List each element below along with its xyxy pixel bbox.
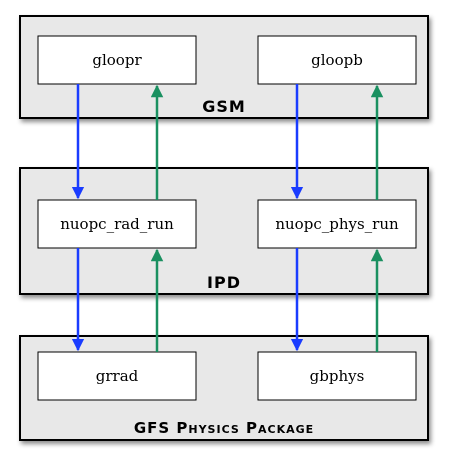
- module-label-nuopc-phys-run: nuopc_phys_run: [275, 215, 399, 233]
- layer-label-gsm: GSM: [202, 97, 246, 116]
- module-label-gbphys: gbphys: [310, 367, 365, 385]
- module-gbphys[interactable]: gbphys: [257, 351, 417, 401]
- module-label-grrad: grrad: [96, 367, 139, 385]
- module-grrad[interactable]: grrad: [37, 351, 197, 401]
- module-gloopr[interactable]: gloopr: [37, 35, 197, 85]
- module-label-gloopr: gloopr: [92, 51, 142, 69]
- layer-label-gfs-physics: GFS Physics Package: [134, 419, 314, 437]
- module-nuopc-rad-run[interactable]: nuopc_rad_run: [37, 199, 197, 249]
- module-gloopb[interactable]: gloopb: [257, 35, 417, 85]
- layer-label-ipd: IPD: [207, 273, 241, 292]
- module-label-gloopb: gloopb: [311, 51, 363, 69]
- module-label-nuopc-rad-run: nuopc_rad_run: [60, 215, 174, 233]
- module-nuopc-phys-run[interactable]: nuopc_phys_run: [257, 199, 417, 249]
